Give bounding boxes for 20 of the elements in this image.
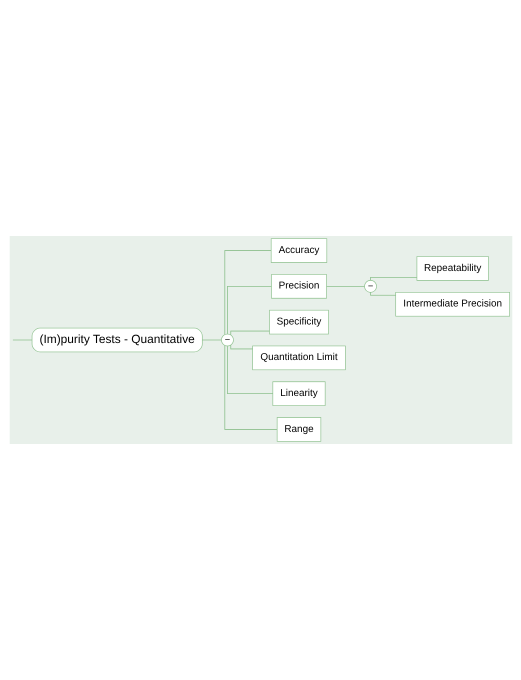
connector <box>230 330 270 336</box>
node-box: Intermediate Precision <box>394 292 510 316</box>
connector <box>326 286 364 287</box>
node-box: Range <box>276 417 321 442</box>
connector <box>370 292 396 296</box>
node-box: Specificity <box>268 310 328 334</box>
connector <box>230 344 252 350</box>
connector <box>370 277 417 281</box>
node-circle: − <box>364 280 376 293</box>
connector <box>224 345 277 430</box>
node-box: Quantitation Limit <box>252 346 346 370</box>
connector <box>226 286 272 334</box>
connector <box>226 346 273 394</box>
node-box: Linearity <box>272 381 325 406</box>
node-box: Accuracy <box>270 238 327 263</box>
node-box: (Im)purity Tests - Quantitative <box>31 328 202 352</box>
connector <box>224 250 272 335</box>
node-box: Repeatability <box>416 256 488 281</box>
node-circle: − <box>220 334 234 346</box>
node-box: Precision <box>270 274 326 299</box>
